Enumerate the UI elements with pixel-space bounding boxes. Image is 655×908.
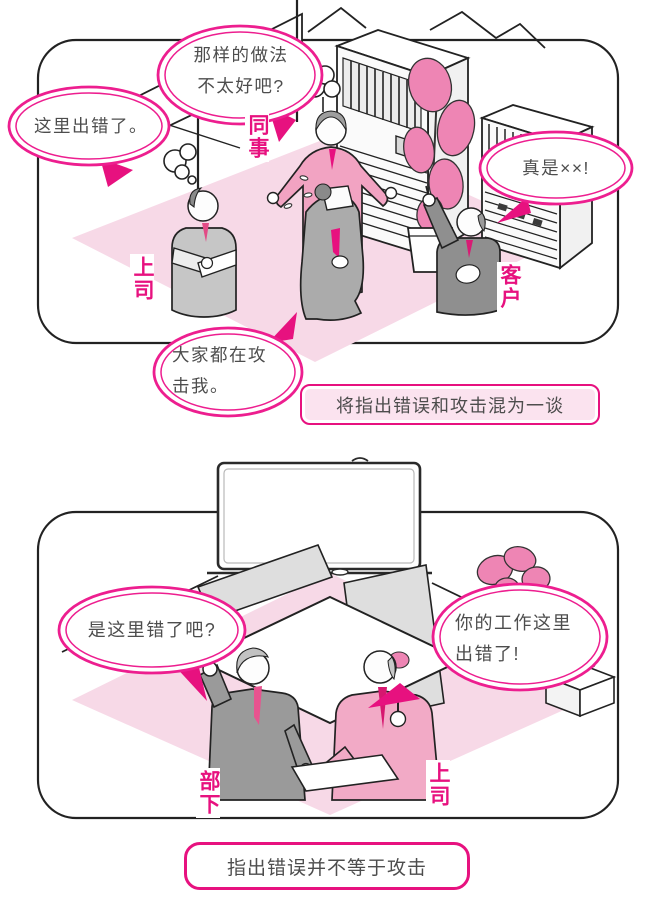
subordinate-tie [254, 686, 262, 725]
bubble-customer [478, 130, 634, 206]
colleague-tie [329, 149, 336, 170]
speech-bubbles [7, 24, 634, 418]
tail-victim-bubble [268, 312, 297, 343]
caption-panel2: 指出错误并不等于攻击 [184, 842, 470, 890]
colleague-hair [315, 110, 347, 132]
bubble-text-victim: 大家都在攻 击我。 [172, 340, 302, 402]
victim-hair [314, 183, 332, 201]
bubble-line: 击我。 [172, 376, 229, 396]
label-boss2: 上司 [426, 760, 451, 810]
figure-subordinate [198, 647, 314, 801]
tail-customer-bubble [497, 197, 531, 223]
boss2-head [363, 650, 397, 684]
bubble-text-boss2: 你的工作这里 出错了! [455, 608, 605, 670]
bubble-colleague [156, 24, 324, 126]
bubble-line: 是这里错了吧? [87, 620, 217, 640]
boss2-hair [387, 656, 396, 681]
label-boss: 上司 [130, 254, 155, 304]
tail-boss2-bubble [368, 683, 420, 708]
bubble-text-boss: 这里出错了。 [16, 111, 166, 142]
background-cabinets [307, 6, 546, 49]
bubble-line: 真是××! [522, 158, 590, 178]
bubble-line: 那样的做法 [193, 45, 289, 65]
subordinate-hair [236, 647, 270, 674]
bubble-line: 出错了! [455, 644, 521, 664]
bubble-line: 这里出错了。 [34, 116, 148, 136]
bubble-line: 你的工作这里 [455, 613, 572, 633]
bubble-text-colleague: 那样的做法 不太好吧? [162, 40, 320, 102]
figure-boss [171, 187, 237, 318]
document [290, 754, 400, 792]
marker [331, 568, 349, 576]
customer-hand [422, 193, 436, 207]
sigh-cloud [163, 143, 197, 185]
boss2-thumb-up [389, 710, 407, 728]
boss-tie [202, 223, 209, 242]
bubble-text-customer: 真是××! [481, 153, 631, 184]
boss-hair [189, 187, 203, 209]
customer-hair [477, 212, 486, 232]
binder-slots [350, 61, 416, 130]
bubble-subordinate [57, 585, 247, 675]
figure-victim-kneeling [299, 183, 365, 321]
caption-panel1: 将指出错误和攻击混为一谈 [300, 384, 600, 425]
colleague-hand-left [266, 191, 280, 205]
bubble-line: 不太好吧? [197, 76, 285, 96]
speech-bubbles [57, 582, 609, 692]
bubble-victim [152, 326, 304, 418]
colleague-hand-right [384, 186, 398, 200]
victim-tie [331, 228, 340, 258]
panel1-scene [7, 0, 634, 418]
board-handle [351, 457, 369, 462]
figure-customer [422, 185, 501, 316]
label-subordinate: 部下 [196, 768, 221, 818]
label-customer: 客户 [497, 262, 522, 312]
customer-tie [466, 240, 473, 258]
bubble-line: 大家都在攻 [172, 345, 267, 365]
sweat-drops [283, 175, 313, 209]
bubble-boss2 [431, 582, 609, 692]
label-colleague: 同事 [245, 112, 270, 162]
bubble-boss [7, 85, 171, 167]
bubble-text-subordinate: 是这里错了吧? [62, 615, 242, 646]
panel2-scene [36, 457, 620, 820]
